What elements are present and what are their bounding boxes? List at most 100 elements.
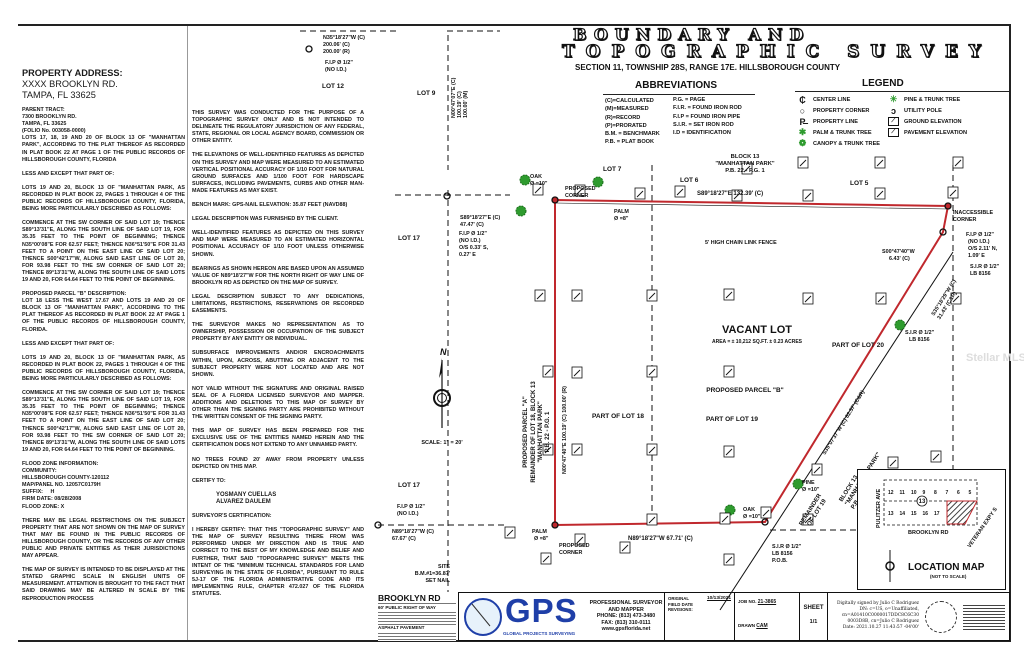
ground-elevation-icon — [802, 292, 814, 305]
parcel-label: "MANHATTAN PARK" — [538, 401, 544, 463]
left-column: PROPERTY ADDRESS: XXXX BROOKLYN RD. TAMP… — [22, 68, 185, 610]
lot-number: 15 — [911, 511, 917, 517]
tree-label: Ø =10" — [530, 181, 548, 187]
ground-elevation-icon — [802, 513, 814, 526]
monument-label: LB 8156 — [970, 271, 991, 277]
ground-elevation-icon — [646, 289, 658, 302]
bearing-label: 200.06' (C) — [323, 42, 350, 48]
brooklyn-road: BROOKLYN RD 60' PUBLIC RIGHT OF WAY ASPH… — [378, 592, 456, 641]
ground-elevation-icon — [540, 552, 552, 565]
legend-label: PROPERTY LINE — [813, 118, 858, 125]
surveyor-certification: I HEREBY CERTIFY: THAT THIS "TOPOGRAPHIC… — [192, 527, 364, 597]
flood-line: FLOOD ZONE: X — [22, 503, 65, 510]
center-line-icon: ₵ — [799, 94, 806, 105]
parcel-b-heading: PROPOSED PARCEL "B" DESCRIPTION: — [22, 291, 127, 298]
ground-elevation-icon: ⟋ — [888, 117, 899, 126]
lot-number: 9 — [923, 490, 926, 496]
note: BEARINGS AS SHOWN HEREON ARE BASED UPON … — [192, 265, 364, 286]
area-label: AREA = ± 10,212 SQ.FT. ± 0.23 ACRES — [712, 339, 803, 345]
property-corner-icon — [305, 45, 313, 53]
job-number: 21-3865 — [757, 599, 777, 605]
parent-tract-line: TAMPA, FL 33625 — [22, 121, 67, 128]
ground-elevation-icon — [731, 189, 743, 202]
tree-label: Ø =8" — [534, 536, 549, 542]
bearing-label: S89°18'27"E 132.39' (C) — [697, 191, 763, 197]
ground-elevation-icon — [646, 365, 658, 378]
monument-label: 0.27' E — [459, 252, 476, 258]
property-corner-icon — [551, 196, 559, 204]
signature-block: Digitally signed by Julio C Rodriguez DN… — [828, 592, 1010, 641]
monument-label: (NO I.D.) — [968, 239, 990, 245]
tree-icon — [515, 205, 527, 217]
tree-label: Ø =10" — [743, 514, 761, 520]
property-corner-icon — [944, 202, 952, 210]
property-corner-icon — [374, 521, 382, 529]
street-label: PULITZER AVE — [876, 489, 882, 528]
legend-label: CENTER LINE — [813, 96, 851, 103]
tree-icon — [519, 174, 531, 186]
lots-text: LOTS 19 AND 20, BLOCK 13 OF "MANHATTAN P… — [22, 354, 185, 382]
ground-elevation-icon — [723, 288, 735, 301]
bearing-label: S35°07'37"W (C) 62.57' (C&R) — [822, 389, 867, 456]
lot-label: PART OF LOT 19 — [706, 416, 758, 423]
ground-elevation-icon — [874, 156, 886, 169]
ground-elevation-icon — [634, 187, 646, 200]
abbr-item: (M)=MEASURED — [605, 106, 649, 113]
legend-label: UTILITY POLE — [904, 107, 942, 114]
ground-elevation-icon — [542, 443, 554, 456]
abbr-item: F.I.P = FOUND IRON PIPE — [673, 113, 741, 120]
website-link[interactable]: www.gpsflorida.net — [601, 626, 651, 633]
fence-label: 5' HIGH CHAIN LINK FENCE — [705, 240, 777, 246]
legend-item: ⟋GROUND ELEVATION — [888, 116, 967, 127]
legend-item: ✱PALM & TRUNK TREE — [797, 127, 880, 138]
canopy-tree-icon: ❁ — [798, 138, 807, 148]
parcel-label: PROPOSED PARCEL "A" — [523, 396, 529, 468]
lot-number: 10 — [911, 490, 917, 496]
company-block: GPS GLOBAL PROJECTS SURVEYING PROFESSION… — [458, 592, 665, 641]
abbr-item: (C)=CALCULATED — [605, 98, 654, 104]
ground-elevation-icon — [723, 445, 735, 458]
field-date-label: ORIGINAL FIELD DATE — [668, 596, 693, 607]
monument-label: O/S 2.11' N, — [968, 246, 998, 252]
monument-label: F.I.P Ø 1/2" — [325, 60, 353, 66]
note: BENCH MARK: GPS-NAIL ELEVATION: 35.87 FE… — [192, 202, 348, 209]
lots-text: LOTS 19 AND 20, BLOCK 13 OF "MANHATTAN P… — [22, 184, 185, 213]
monument-label: LB 8156 — [772, 551, 793, 557]
block-label: "MANHATTAN PARK" — [715, 161, 775, 167]
property-corner-icon — [939, 228, 947, 236]
legend-label: CANOPY & TRUNK TREE — [813, 140, 881, 147]
monument-label: S.I.R Ø 1/2" — [772, 544, 802, 550]
lot-number: 6 — [957, 490, 960, 496]
abbr-item: P.B. = PLAT BOOK — [605, 139, 655, 146]
pine-tree-icon: ✳ — [889, 94, 898, 104]
lot-number: 12 — [888, 490, 894, 496]
note: THE SURVEYOR MAKES NO REPRESENTATION AS … — [192, 322, 364, 343]
ground-elevation-icon — [874, 187, 886, 200]
certify-name: ALVAREZ DAULEM — [216, 498, 271, 505]
flood-line: MAP/PANEL NO. 12057C0179H — [22, 482, 101, 489]
north-label: N — [440, 347, 447, 357]
lot-number: 14 — [900, 511, 906, 517]
ground-elevation-icon — [887, 456, 899, 469]
benchmark-label: SITE — [438, 564, 450, 570]
job-label: JOB NO. — [738, 599, 757, 604]
ground-elevation-icon — [797, 156, 809, 169]
note: LEGAL DESCRIPTION SUBJECT TO ANY DEDICAT… — [192, 293, 364, 315]
ground-elevation-icon — [760, 506, 772, 519]
scale-label: SCALE: 1" = 20' — [421, 440, 463, 446]
abbreviations-col1: (C)=CALCULATED (M)=MEASURED (R)=RECORD (… — [605, 97, 660, 147]
corner-label: CORNER — [565, 193, 588, 199]
note: WELL-IDENTIFIED FEATURES AS DEPICTED ON … — [192, 230, 364, 258]
legend-label: PALM & TRUNK TREE — [813, 129, 872, 136]
ground-elevation-icon — [723, 365, 735, 378]
bearing-label: 100.00' (M) — [463, 90, 469, 118]
corner-label: INACCESSIBLE — [953, 210, 994, 216]
bearing-label: S00°47'40"W — [882, 249, 916, 255]
flood-line: SUFFIX: H — [22, 489, 55, 496]
legend-item: ₵ CENTER LINE — [797, 94, 880, 105]
bearing-label: 100.19' (C) — [457, 91, 463, 118]
ground-elevation-icon — [950, 292, 962, 305]
corner-label: CORNER — [559, 550, 582, 556]
tree-label: PALM — [614, 209, 629, 215]
